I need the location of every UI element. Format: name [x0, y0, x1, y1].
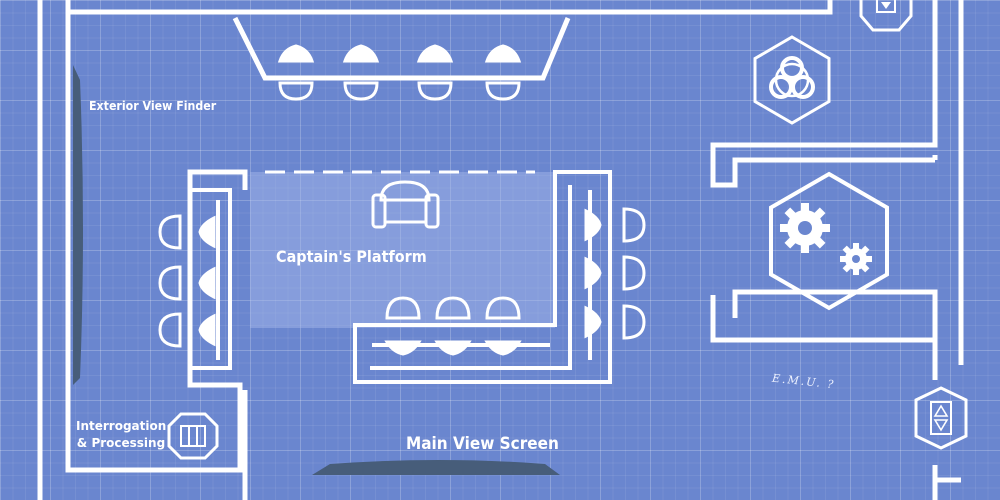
- console-seat-icon: [277, 44, 315, 101]
- left-console-seats: [158, 214, 216, 348]
- captains-platform-label: Captain's Platform: [276, 247, 427, 266]
- exterior-view-finder-label: Exterior View Finder: [89, 99, 217, 113]
- console-seat-icon: [158, 214, 216, 250]
- console-seat-icon: [384, 296, 422, 356]
- console-seat-icon: [158, 265, 216, 301]
- right-walls: [710, 0, 964, 500]
- bottom-console-seats: [384, 296, 522, 356]
- main-view-screen-label: Main View Screen: [406, 434, 559, 454]
- biohazard-icon: [753, 35, 831, 125]
- exterior-view-finder-screen: [73, 65, 83, 385]
- left-console-rail: [192, 188, 232, 370]
- cell-bars-icon: [167, 412, 219, 460]
- interrogation-processing-label: Interrogation & Processing: [76, 419, 167, 450]
- right-console-seats: [584, 207, 646, 340]
- console-seat-icon: [584, 255, 646, 291]
- upper-console-seats: [277, 44, 522, 101]
- console-seat-icon: [434, 296, 472, 356]
- captain-platform-area: [250, 172, 555, 328]
- gears-icon: [769, 171, 889, 311]
- main-view-screen: [312, 460, 560, 475]
- console-seat-icon: [416, 44, 454, 101]
- elevator-icon: [914, 386, 968, 450]
- upper-console-well: [232, 16, 571, 81]
- elevator-icon: [859, 0, 913, 32]
- console-seat-icon: [342, 44, 380, 101]
- captain-chair-icon: [371, 180, 440, 229]
- console-seat-icon: [584, 304, 646, 340]
- console-seat-icon: [584, 207, 646, 243]
- console-seat-icon: [484, 296, 522, 356]
- console-seat-icon: [484, 44, 522, 101]
- outer-walls: [37, 0, 833, 500]
- console-seat-icon: [158, 312, 216, 348]
